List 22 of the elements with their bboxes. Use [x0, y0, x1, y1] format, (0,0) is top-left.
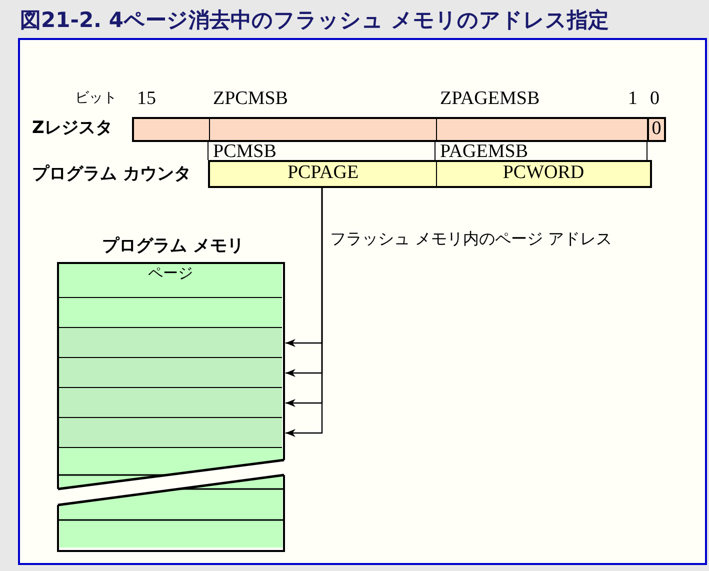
register-label: Zレジスタ — [32, 117, 112, 139]
address-label: フラッシュ メモリ内のページ アドレス — [330, 230, 612, 247]
register-label: プログラム カウンタ — [32, 163, 191, 185]
memory-row: ページ — [59, 264, 282, 298]
register-field: 0 — [648, 119, 664, 140]
field-label: PAGEMSB — [440, 143, 528, 160]
memory-row — [59, 388, 282, 418]
field-label: PCMSB — [213, 143, 276, 160]
figure-title: 図21-2. 4ページ消去中のフラッシュ メモリのアドレス指定 — [20, 7, 609, 34]
register-field: PCPAGE — [210, 162, 437, 186]
field-label: ZPAGEMSB — [440, 90, 540, 107]
bit-number: 0 — [650, 90, 660, 107]
memory-label: プログラム メモリ — [101, 235, 245, 257]
memory-row — [59, 418, 282, 448]
bit-label: ビット — [75, 90, 117, 107]
bit-number: 1 — [628, 90, 638, 107]
memory-row — [59, 328, 282, 358]
register-field: PCWORD — [437, 162, 650, 186]
bit-number: 15 — [137, 90, 156, 107]
memory-row — [59, 298, 282, 328]
field-label: ZPCMSB — [213, 90, 288, 107]
memory-row — [59, 358, 282, 388]
